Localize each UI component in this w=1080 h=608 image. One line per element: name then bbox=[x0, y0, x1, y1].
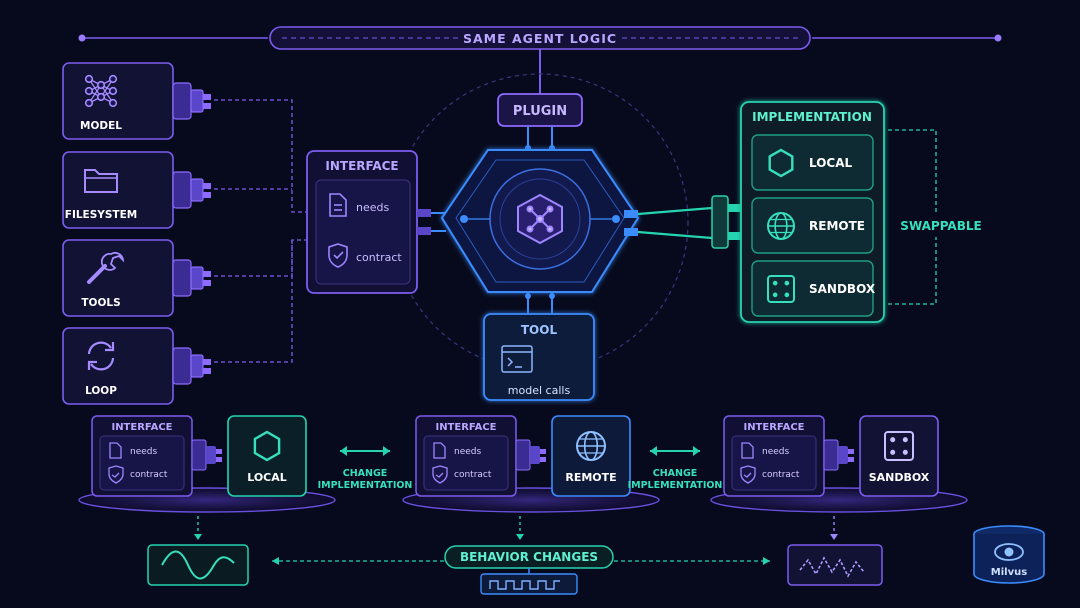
core-hub bbox=[440, 149, 640, 316]
impl-option-label: SANDBOX bbox=[809, 282, 876, 296]
implementation-title: IMPLEMENTATION bbox=[752, 110, 872, 124]
interface-needs: needs bbox=[356, 201, 389, 214]
impl-option-label: LOCAL bbox=[809, 156, 853, 170]
globe-icon bbox=[767, 212, 795, 240]
interface-box: INTERFACE needs contract bbox=[306, 150, 446, 294]
dice-icon bbox=[767, 275, 795, 303]
module-impl-label: REMOTE bbox=[565, 471, 616, 484]
module-needs: needs bbox=[454, 447, 481, 457]
folder-icon bbox=[84, 169, 118, 193]
module-interface-title: INTERFACE bbox=[435, 422, 496, 433]
component-model: MODEL bbox=[62, 62, 211, 140]
impl-option-local: LOCAL bbox=[751, 134, 874, 191]
down-arrows bbox=[197, 516, 835, 536]
sine-wave-icon bbox=[161, 550, 235, 580]
module-needs: needs bbox=[130, 447, 157, 457]
signal-box-local bbox=[147, 544, 249, 586]
component-label: MODEL bbox=[80, 120, 122, 132]
change-arrow-2: CHANGE IMPLEMENTATION bbox=[628, 446, 723, 491]
terminal-icon bbox=[501, 345, 533, 373]
hexagon-icon bbox=[253, 430, 281, 462]
eye-icon bbox=[994, 543, 1024, 561]
document-icon bbox=[329, 193, 347, 217]
interface-title: INTERFACE bbox=[325, 159, 398, 173]
core-network-icon bbox=[517, 193, 563, 245]
module-interface-title: INTERFACE bbox=[743, 422, 804, 433]
module-impl-label: SANDBOX bbox=[869, 471, 930, 484]
component-loop: LOOP bbox=[62, 327, 211, 405]
title-bar: SAME AGENT LOGIC bbox=[78, 26, 1002, 94]
component-tools: TOOLS bbox=[62, 239, 211, 317]
plugin-label: PLUGIN bbox=[513, 104, 567, 119]
module-interface-title: INTERFACE bbox=[111, 422, 172, 433]
neural-network-icon bbox=[84, 74, 118, 108]
impl-option-sandbox: SANDBOX bbox=[751, 260, 876, 317]
signal-box-sandbox bbox=[787, 544, 883, 586]
module-impl-label: LOCAL bbox=[247, 471, 287, 484]
change-label-1b: IMPLEMENTATION bbox=[318, 480, 413, 491]
document-icon bbox=[433, 442, 446, 459]
square-wave-icon bbox=[489, 580, 560, 590]
tool-title: TOOL bbox=[521, 323, 558, 337]
component-label: TOOLS bbox=[81, 297, 120, 309]
page-title: SAME AGENT LOGIC bbox=[463, 31, 617, 46]
milvus-logo: Milvus bbox=[973, 525, 1045, 584]
interface-contract: contract bbox=[356, 251, 402, 264]
behavior-changes: BEHAVIOR CHANGES bbox=[272, 545, 770, 595]
change-label-1a: CHANGE bbox=[343, 468, 388, 479]
component-connectors bbox=[214, 99, 307, 363]
logo-label: Milvus bbox=[991, 567, 1027, 578]
jagged-wave-icon bbox=[799, 556, 865, 578]
module-needs: needs bbox=[762, 447, 789, 457]
tool-caption: model calls bbox=[508, 384, 571, 397]
shield-check-icon bbox=[432, 465, 448, 484]
wrench-icon bbox=[87, 252, 125, 284]
shield-check-icon bbox=[328, 243, 348, 268]
implementation-cables bbox=[624, 195, 742, 249]
dice-icon bbox=[884, 431, 914, 461]
tool-box: TOOL model calls bbox=[483, 313, 595, 401]
shield-check-icon bbox=[108, 465, 124, 484]
change-arrow-1: CHANGE IMPLEMENTATION bbox=[318, 446, 413, 491]
loop-arrows-icon bbox=[87, 341, 115, 371]
impl-option-label: REMOTE bbox=[809, 219, 865, 233]
component-filesystem: FILESYSTEM bbox=[62, 151, 211, 229]
bottom-module-local: INTERFACE needs contract LOCAL bbox=[78, 415, 336, 513]
hexagon-icon bbox=[768, 148, 794, 178]
document-icon bbox=[109, 442, 122, 459]
module-contract: contract bbox=[762, 470, 800, 480]
module-contract: contract bbox=[130, 470, 168, 480]
bottom-module-sandbox: INTERFACE needs contract SANDBOX bbox=[710, 415, 968, 513]
change-label-2a: CHANGE bbox=[653, 468, 698, 479]
module-contract: contract bbox=[454, 470, 492, 480]
impl-option-remote: REMOTE bbox=[751, 197, 874, 254]
document-icon bbox=[741, 442, 754, 459]
swappable-label: SWAPPABLE bbox=[900, 219, 981, 233]
plugin-box: PLUGIN bbox=[497, 93, 583, 151]
bottom-module-remote: INTERFACE needs contract REMOTE bbox=[402, 415, 660, 513]
component-label: LOOP bbox=[85, 385, 117, 397]
change-label-2b: IMPLEMENTATION bbox=[628, 480, 723, 491]
globe-icon bbox=[576, 431, 606, 461]
component-label: FILESYSTEM bbox=[65, 209, 137, 221]
behavior-label: BEHAVIOR CHANGES bbox=[460, 550, 598, 564]
shield-check-icon bbox=[740, 465, 756, 484]
